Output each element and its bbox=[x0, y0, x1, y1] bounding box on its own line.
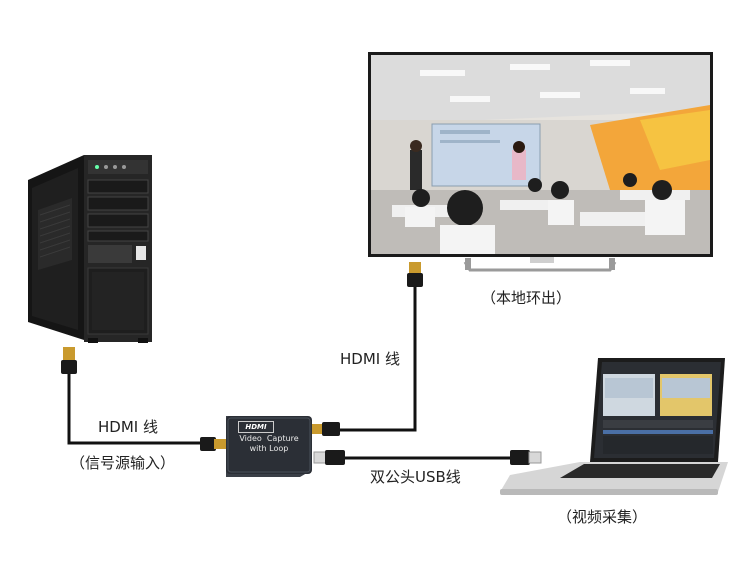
pc-tower bbox=[28, 155, 152, 343]
usb-plug-device bbox=[313, 450, 345, 465]
hdmi-cable-pc-to-capture bbox=[67, 372, 200, 445]
hdmi-cable-label-right: HDMI 线 bbox=[340, 350, 400, 368]
laptop bbox=[500, 358, 728, 495]
local-loop-out-label: （本地环出） bbox=[481, 289, 572, 307]
usb-cable-label: 双公头USB线 bbox=[370, 468, 461, 486]
hdmi-plug-pc bbox=[61, 347, 77, 374]
usb-plug-laptop bbox=[510, 450, 542, 465]
hdmi-plug-tv bbox=[407, 262, 423, 287]
device-brand-logo: HDMI bbox=[238, 421, 274, 433]
capture-device bbox=[226, 416, 312, 477]
hdmi-plug-device-left bbox=[200, 437, 226, 451]
hdmi-cable-capture-to-tv bbox=[340, 285, 417, 432]
device-label-line2: with Loop bbox=[249, 444, 289, 453]
video-capture-label: （视频采集） bbox=[557, 508, 648, 526]
signal-source-input-label: （信号源输入） bbox=[70, 454, 176, 472]
hdmi-cable-label-left: HDMI 线 bbox=[98, 418, 158, 436]
device-label-line1: Video Capture bbox=[239, 434, 299, 443]
television bbox=[368, 52, 713, 272]
hdmi-plug-device-right bbox=[312, 422, 340, 436]
